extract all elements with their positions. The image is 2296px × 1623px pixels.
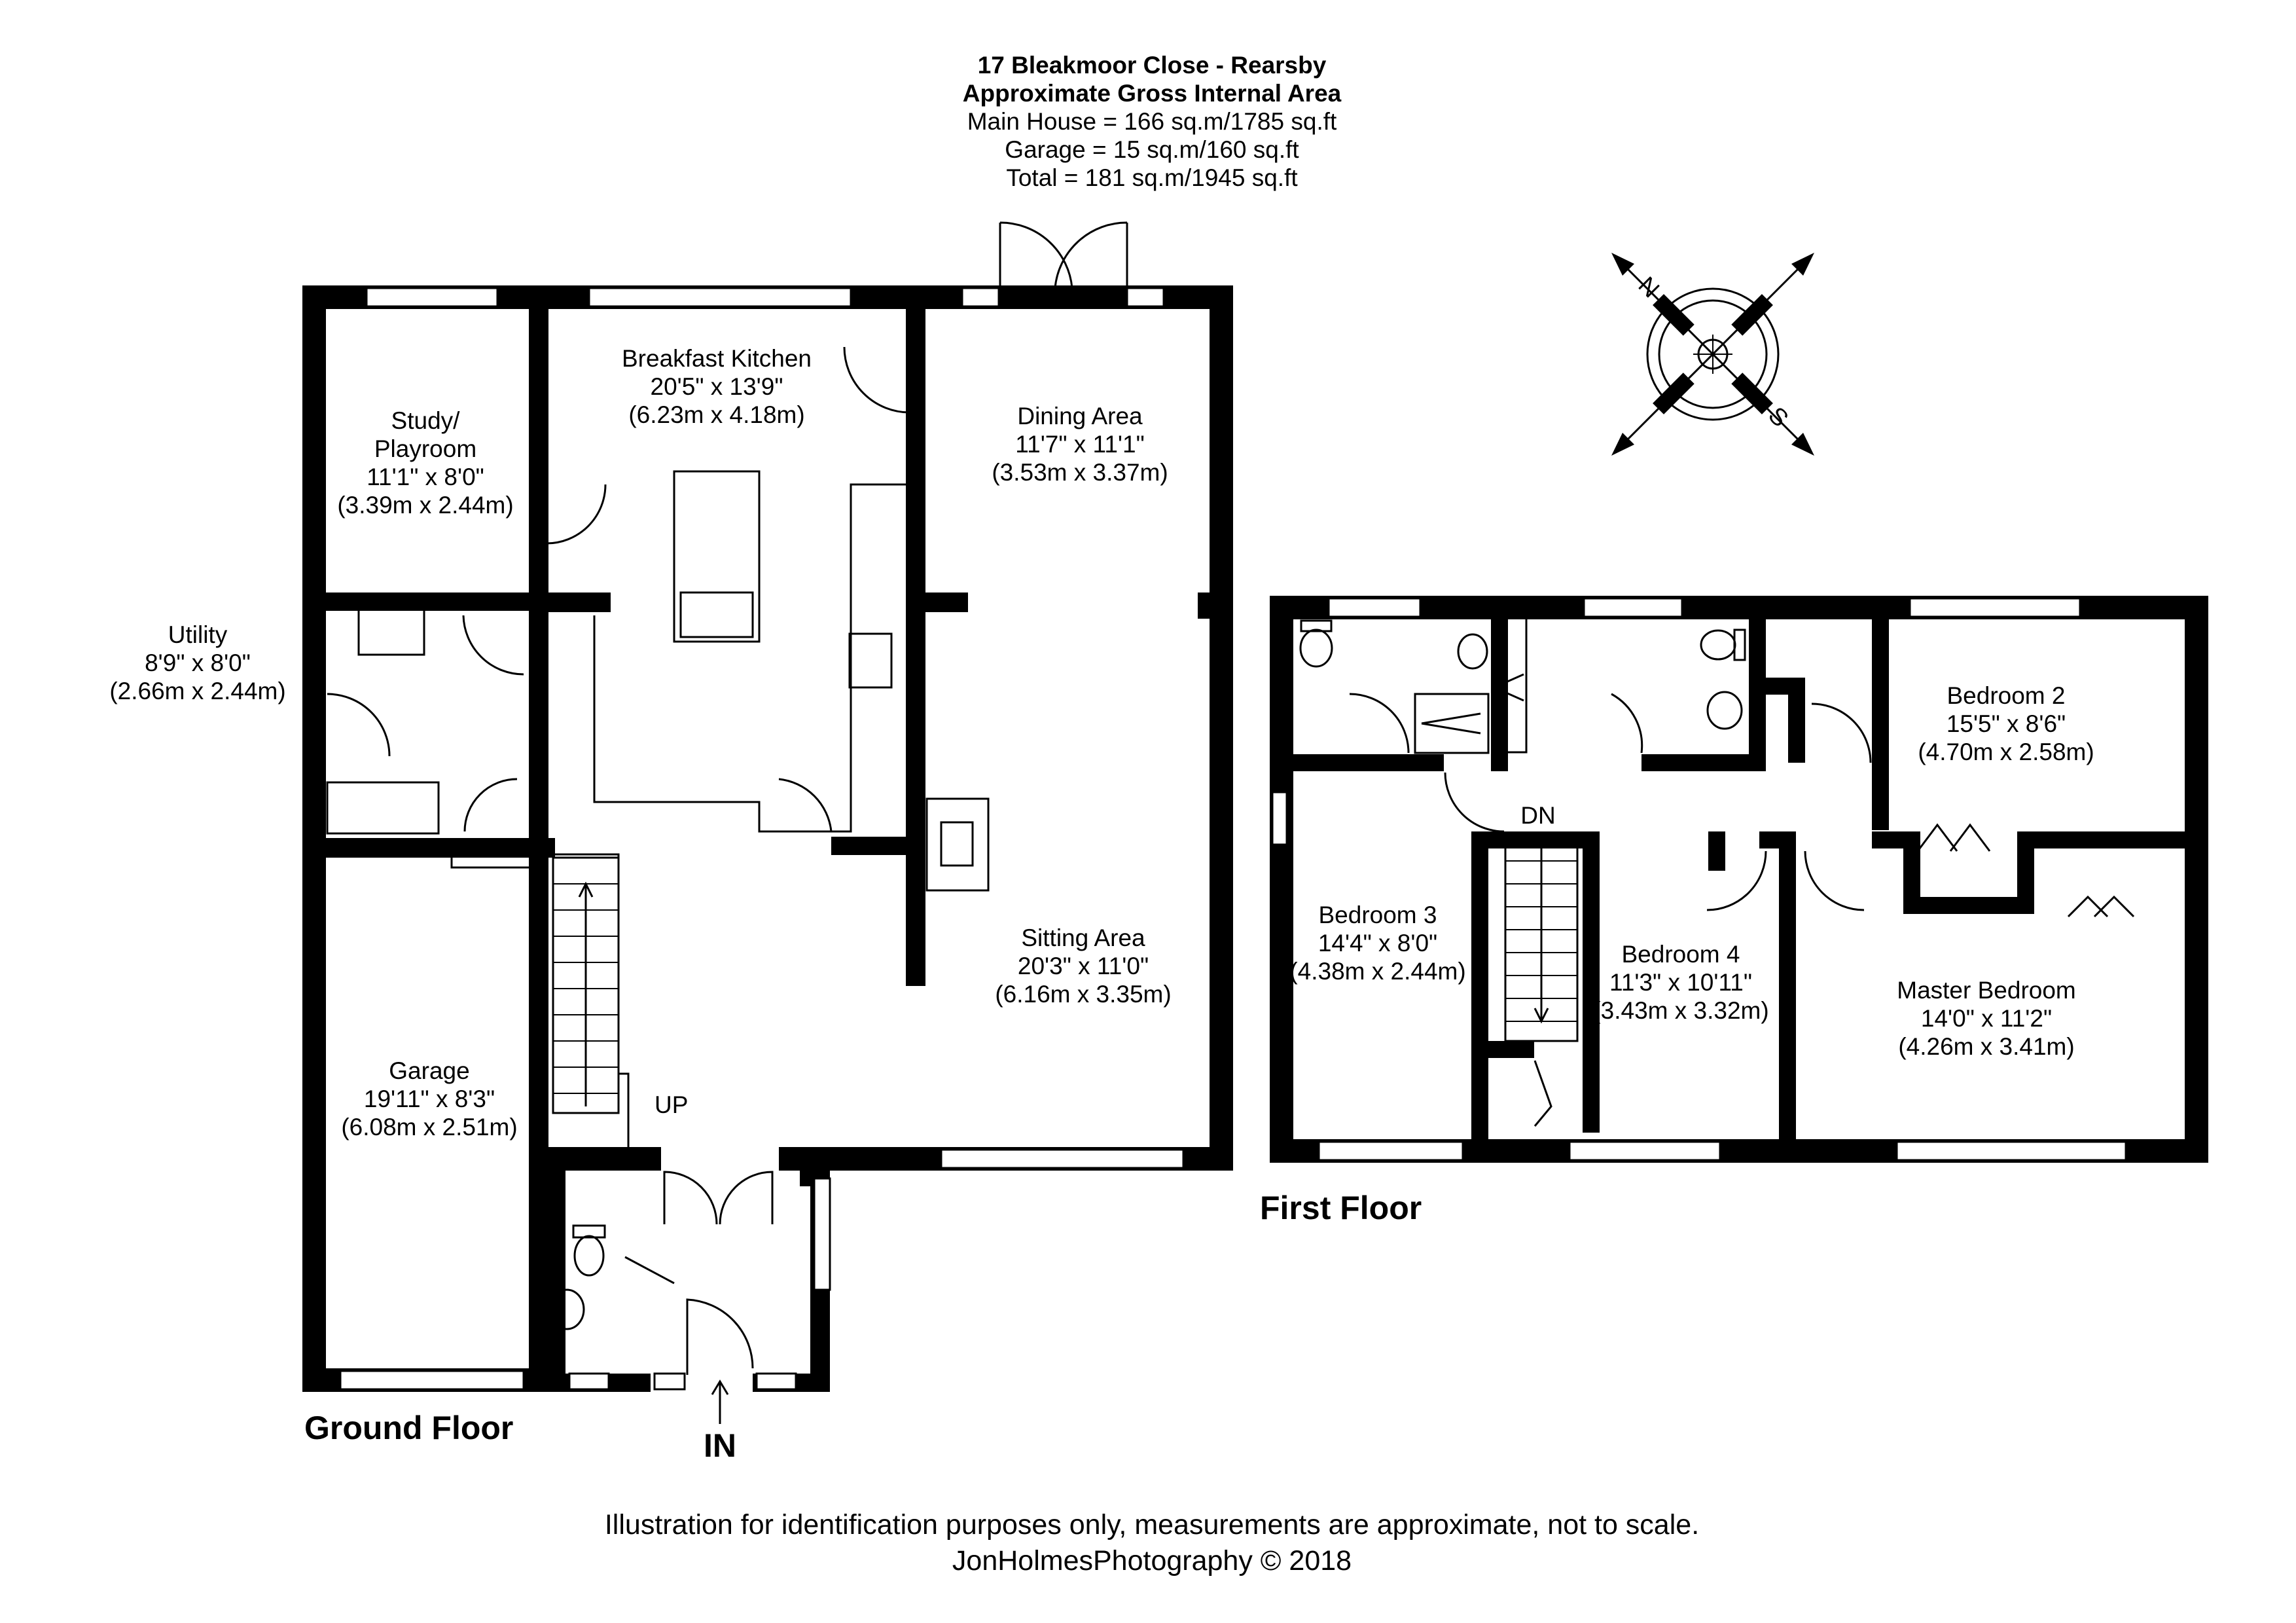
- svg-text:Garage: Garage: [389, 1057, 469, 1084]
- total-area: Total = 181 sq.m/1945 sq.ft: [1006, 164, 1298, 191]
- disclaimer-text: Illustration for identification purposes…: [605, 1509, 1699, 1541]
- room-bedroom-4: Bedroom 4 11'3" x 10'11" (3.43m x 3.32m): [1592, 941, 1768, 1024]
- room-bedroom-3: Bedroom 3 14'4" x 8'0" (4.38m x 2.44m): [1289, 902, 1465, 985]
- svg-text:(4.26m x 3.41m): (4.26m x 3.41m): [1898, 1033, 2074, 1060]
- svg-text:20'5" x 13'9": 20'5" x 13'9": [651, 373, 783, 400]
- ground-floor-title: Ground Floor: [304, 1410, 513, 1446]
- svg-text:Sitting Area: Sitting Area: [1021, 924, 1145, 951]
- svg-text:(6.16m x 3.35m): (6.16m x 3.35m): [995, 981, 1171, 1008]
- svg-text:(6.08m x 2.51m): (6.08m x 2.51m): [341, 1114, 517, 1140]
- room-bedroom-2: Bedroom 2 15'5" x 8'6" (4.70m x 2.58m): [1918, 682, 2094, 765]
- svg-text:14'0" x 11'2": 14'0" x 11'2": [1921, 1005, 2052, 1032]
- room-master-bedroom: Master Bedroom 14'0" x 11'2" (4.26m x 3.…: [1897, 977, 2076, 1060]
- compass-icon: N S: [1611, 253, 1814, 456]
- copyright-text: JonHolmesPhotography © 2018: [952, 1545, 1352, 1577]
- svg-text:(4.70m x 2.58m): (4.70m x 2.58m): [1918, 739, 2094, 765]
- svg-text:(3.39m x 2.44m): (3.39m x 2.44m): [337, 492, 513, 519]
- room-breakfast-kitchen: Breakfast Kitchen 20'5" x 13'9" (6.23m x…: [622, 345, 812, 428]
- first-floor-walls: [1270, 596, 2208, 1163]
- ground-floor-labels: Study/ Playroom 11'1" x 8'0" (3.39m x 2.…: [109, 345, 1171, 1464]
- first-floor-fixtures: [1271, 597, 2135, 1161]
- ground-floor-stairs: [552, 856, 620, 1114]
- svg-text:Bedroom 4: Bedroom 4: [1622, 941, 1740, 968]
- room-study: Study/ Playroom 11'1" x 8'0" (3.39m x 2.…: [337, 407, 513, 519]
- svg-text:19'11" x 8'3": 19'11" x 8'3": [364, 1085, 495, 1112]
- svg-text:Breakfast Kitchen: Breakfast Kitchen: [622, 345, 812, 372]
- ground-floor-fixtures: [326, 221, 1185, 1391]
- entrance-arrow-icon: [711, 1379, 729, 1424]
- svg-text:11'1" x 8'0": 11'1" x 8'0": [367, 464, 484, 490]
- svg-text:Bedroom 3: Bedroom 3: [1319, 902, 1437, 928]
- svg-text:(4.38m x 2.44m): (4.38m x 2.44m): [1289, 958, 1465, 985]
- main-house-area: Main House = 166 sq.m/1785 sq.ft: [967, 108, 1337, 135]
- svg-text:Study/: Study/: [391, 407, 461, 434]
- room-utility: Utility 8'9" x 8'0" (2.66m x 2.44m): [109, 621, 285, 704]
- svg-text:20'3" x 11'0": 20'3" x 11'0": [1018, 953, 1149, 979]
- first-floor-labels: Bedroom 2 15'5" x 8'6" (4.70m x 2.58m) B…: [1260, 682, 2094, 1226]
- room-garage: Garage 19'11" x 8'3" (6.08m x 2.51m): [341, 1057, 517, 1140]
- svg-text:8'9" x 8'0": 8'9" x 8'0": [145, 649, 251, 676]
- svg-text:Bedroom 2: Bedroom 2: [1947, 682, 2066, 709]
- svg-text:(6.23m x 4.18m): (6.23m x 4.18m): [628, 401, 804, 428]
- svg-text:14'4" x 8'0": 14'4" x 8'0": [1318, 930, 1437, 957]
- svg-text:(3.53m x 3.37m): (3.53m x 3.37m): [992, 459, 1168, 486]
- property-address: 17 Bleakmoor Close - Rearsby: [978, 52, 1327, 79]
- svg-text:Utility: Utility: [168, 621, 228, 648]
- room-dining-area: Dining Area 11'7" x 11'1" (3.53m x 3.37m…: [992, 403, 1168, 486]
- footer: Illustration for identification purposes…: [605, 1509, 1699, 1577]
- first-floor-stairs: [1504, 837, 1579, 1042]
- svg-text:(2.66m x 2.44m): (2.66m x 2.44m): [109, 678, 285, 704]
- first-floor-title: First Floor: [1260, 1190, 1422, 1226]
- svg-text:15'5" x 8'6": 15'5" x 8'6": [1946, 710, 2066, 737]
- area-title: Approximate Gross Internal Area: [963, 80, 1342, 107]
- stairs-up-label: UP: [655, 1091, 688, 1118]
- svg-text:11'7" x 11'1": 11'7" x 11'1": [1015, 431, 1144, 458]
- garage-area: Garage = 15 sq.m/160 sq.ft: [1005, 136, 1299, 163]
- svg-text:Playroom: Playroom: [374, 435, 476, 462]
- svg-text:11'3" x 10'11": 11'3" x 10'11": [1609, 969, 1752, 996]
- svg-text:Master Bedroom: Master Bedroom: [1897, 977, 2076, 1004]
- room-sitting-area: Sitting Area 20'3" x 11'0" (6.16m x 3.35…: [995, 924, 1171, 1008]
- entrance-label: IN: [704, 1427, 736, 1464]
- stairs-down-label: DN: [1520, 802, 1555, 829]
- svg-text:Dining Area: Dining Area: [1017, 403, 1143, 429]
- svg-text:(3.43m x 3.32m): (3.43m x 3.32m): [1592, 997, 1768, 1024]
- area-header: 17 Bleakmoor Close - Rearsby Approximate…: [963, 52, 1342, 191]
